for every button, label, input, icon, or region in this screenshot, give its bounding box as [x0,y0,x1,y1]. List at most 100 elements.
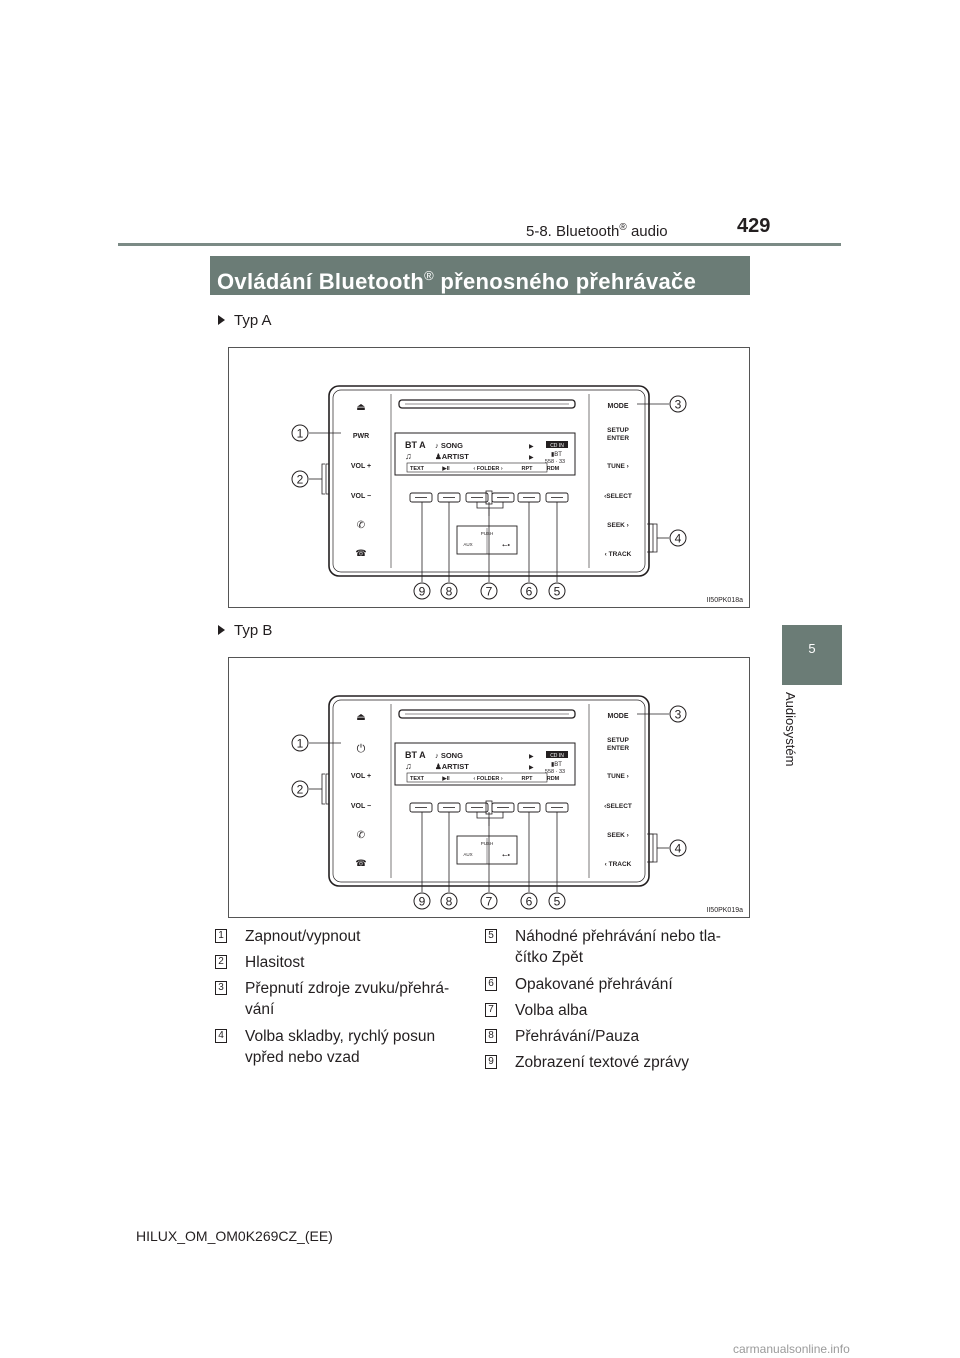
callout-1-label: 1 [297,427,304,441]
mode-label: MODE [608,403,629,410]
bracket [325,773,329,805]
legend-item-3: 3 Přepnutí zdroje zvuku/přehrá-vání [215,978,475,1020]
eject-icon: ⏏ [356,712,365,723]
select-label: ‹SELECT [604,803,632,810]
aux-label: AUX [463,542,472,547]
section-title: Ovládání Bluetooth® přenosného přehrávač… [210,256,750,295]
bracket [647,833,654,863]
tune-label: TUNE › [607,773,629,780]
callout-7-label: 7 [486,895,493,909]
signal-icon: ▮BT [551,452,562,458]
bracket [476,812,504,819]
phone-on-icon: ✆ [357,830,365,841]
callout-1 [291,734,309,752]
chapter-label: Audiosystém [783,692,798,767]
tune-label: TUNE › [607,463,629,470]
softkey-label: ‹ FOLDER › [473,466,502,472]
softkey-label: RDM [547,466,560,472]
callout-3 [669,705,687,723]
type-a-label: Typ A [218,312,272,329]
legend-number-box: 6 [485,977,497,991]
legend-number-box: 7 [485,1003,497,1017]
softkey-button [409,802,433,813]
softkey-label: RPT [522,776,534,782]
callout-8-label: 8 [446,895,453,909]
callout-9 [413,892,431,910]
phone-off-icon: ☎ [355,858,366,868]
legend-number-box: 1 [215,929,227,943]
callout-8 [440,582,458,600]
callout-9 [413,582,431,600]
softkey-label: TEXT [410,466,425,472]
callout-3-label: 3 [675,398,682,412]
callout-7-label: 7 [486,585,493,599]
callout-4 [669,529,687,547]
display-time: 558 · 33 [545,459,565,465]
cd-in-label: CD IN [550,753,564,759]
callout-4-label: 4 [675,532,682,546]
type-b-label: Typ B [218,622,272,639]
callout-5 [548,582,566,600]
select-label: ‹SELECT [604,493,632,500]
bracket [321,773,325,805]
callout-5-label: 5 [554,585,561,599]
watermark: carmanualsonline.info [733,1342,850,1356]
bracket [476,502,504,509]
softkey-label: ▶II [441,775,450,782]
legend-text: Zobrazení textové zprávy [515,1054,690,1071]
softkey-row [406,462,548,473]
callout-9-label: 9 [419,895,426,909]
legend-number-box: 4 [215,1029,227,1043]
enter-label: ENTER [607,435,629,442]
usb-icon: ⭠⬩ [502,852,511,859]
display-song: ♪ SONG [435,751,463,760]
callout-8 [440,892,458,910]
legend-number-box: 5 [485,929,497,943]
callout-2 [291,470,309,488]
phone-off-icon: ☎ [355,548,366,558]
power-icon: ⏻ [357,743,366,755]
legend-number-box: 8 [485,1029,497,1043]
legend-text: Přepnutí zdroje zvuku/přehrá-vání [245,980,450,1018]
page-number: 429 [737,215,771,237]
legend-text: Opakované přehrávání [515,976,673,993]
display-arrow: ▶ [529,455,534,461]
setup-label: SETUP [607,427,629,434]
softkey-row [406,772,548,783]
softkey-label: TEXT [410,776,425,782]
display-artist: ♟ARTIST [435,762,469,771]
callout-4-label: 4 [675,842,682,856]
legend-number-box: 3 [215,981,227,995]
legend-number-box: 2 [215,955,227,969]
display-frame [394,432,576,476]
header-rule [118,243,841,246]
legend-text: Hlasitost [245,954,305,971]
legend-text: Zapnout/vypnout [245,928,361,945]
display-source: BT A [405,440,426,450]
callout-8-label: 8 [446,585,453,599]
cd-slot [398,709,576,719]
legend-item-1: 1 Zapnout/vypnout [215,926,475,947]
display-source: BT A [405,750,426,760]
callout-6-label: 6 [526,895,533,909]
document-code: HILUX_OM_OM0K269CZ_(EE) [136,1228,333,1244]
track-label: ‹ TRACK [605,861,632,868]
callout-4 [669,839,687,857]
aux-label: AUX [463,852,472,857]
music-note-icon: ♫ [405,761,412,771]
figure-code: II50PK019a [706,907,743,914]
callout-1 [291,424,309,442]
callout-2 [291,780,309,798]
seek-label: SEEK › [607,522,629,529]
callout-3 [669,395,687,413]
callout-6 [520,892,538,910]
callout-2-label: 2 [297,783,304,797]
phone-on-icon: ✆ [357,520,365,531]
